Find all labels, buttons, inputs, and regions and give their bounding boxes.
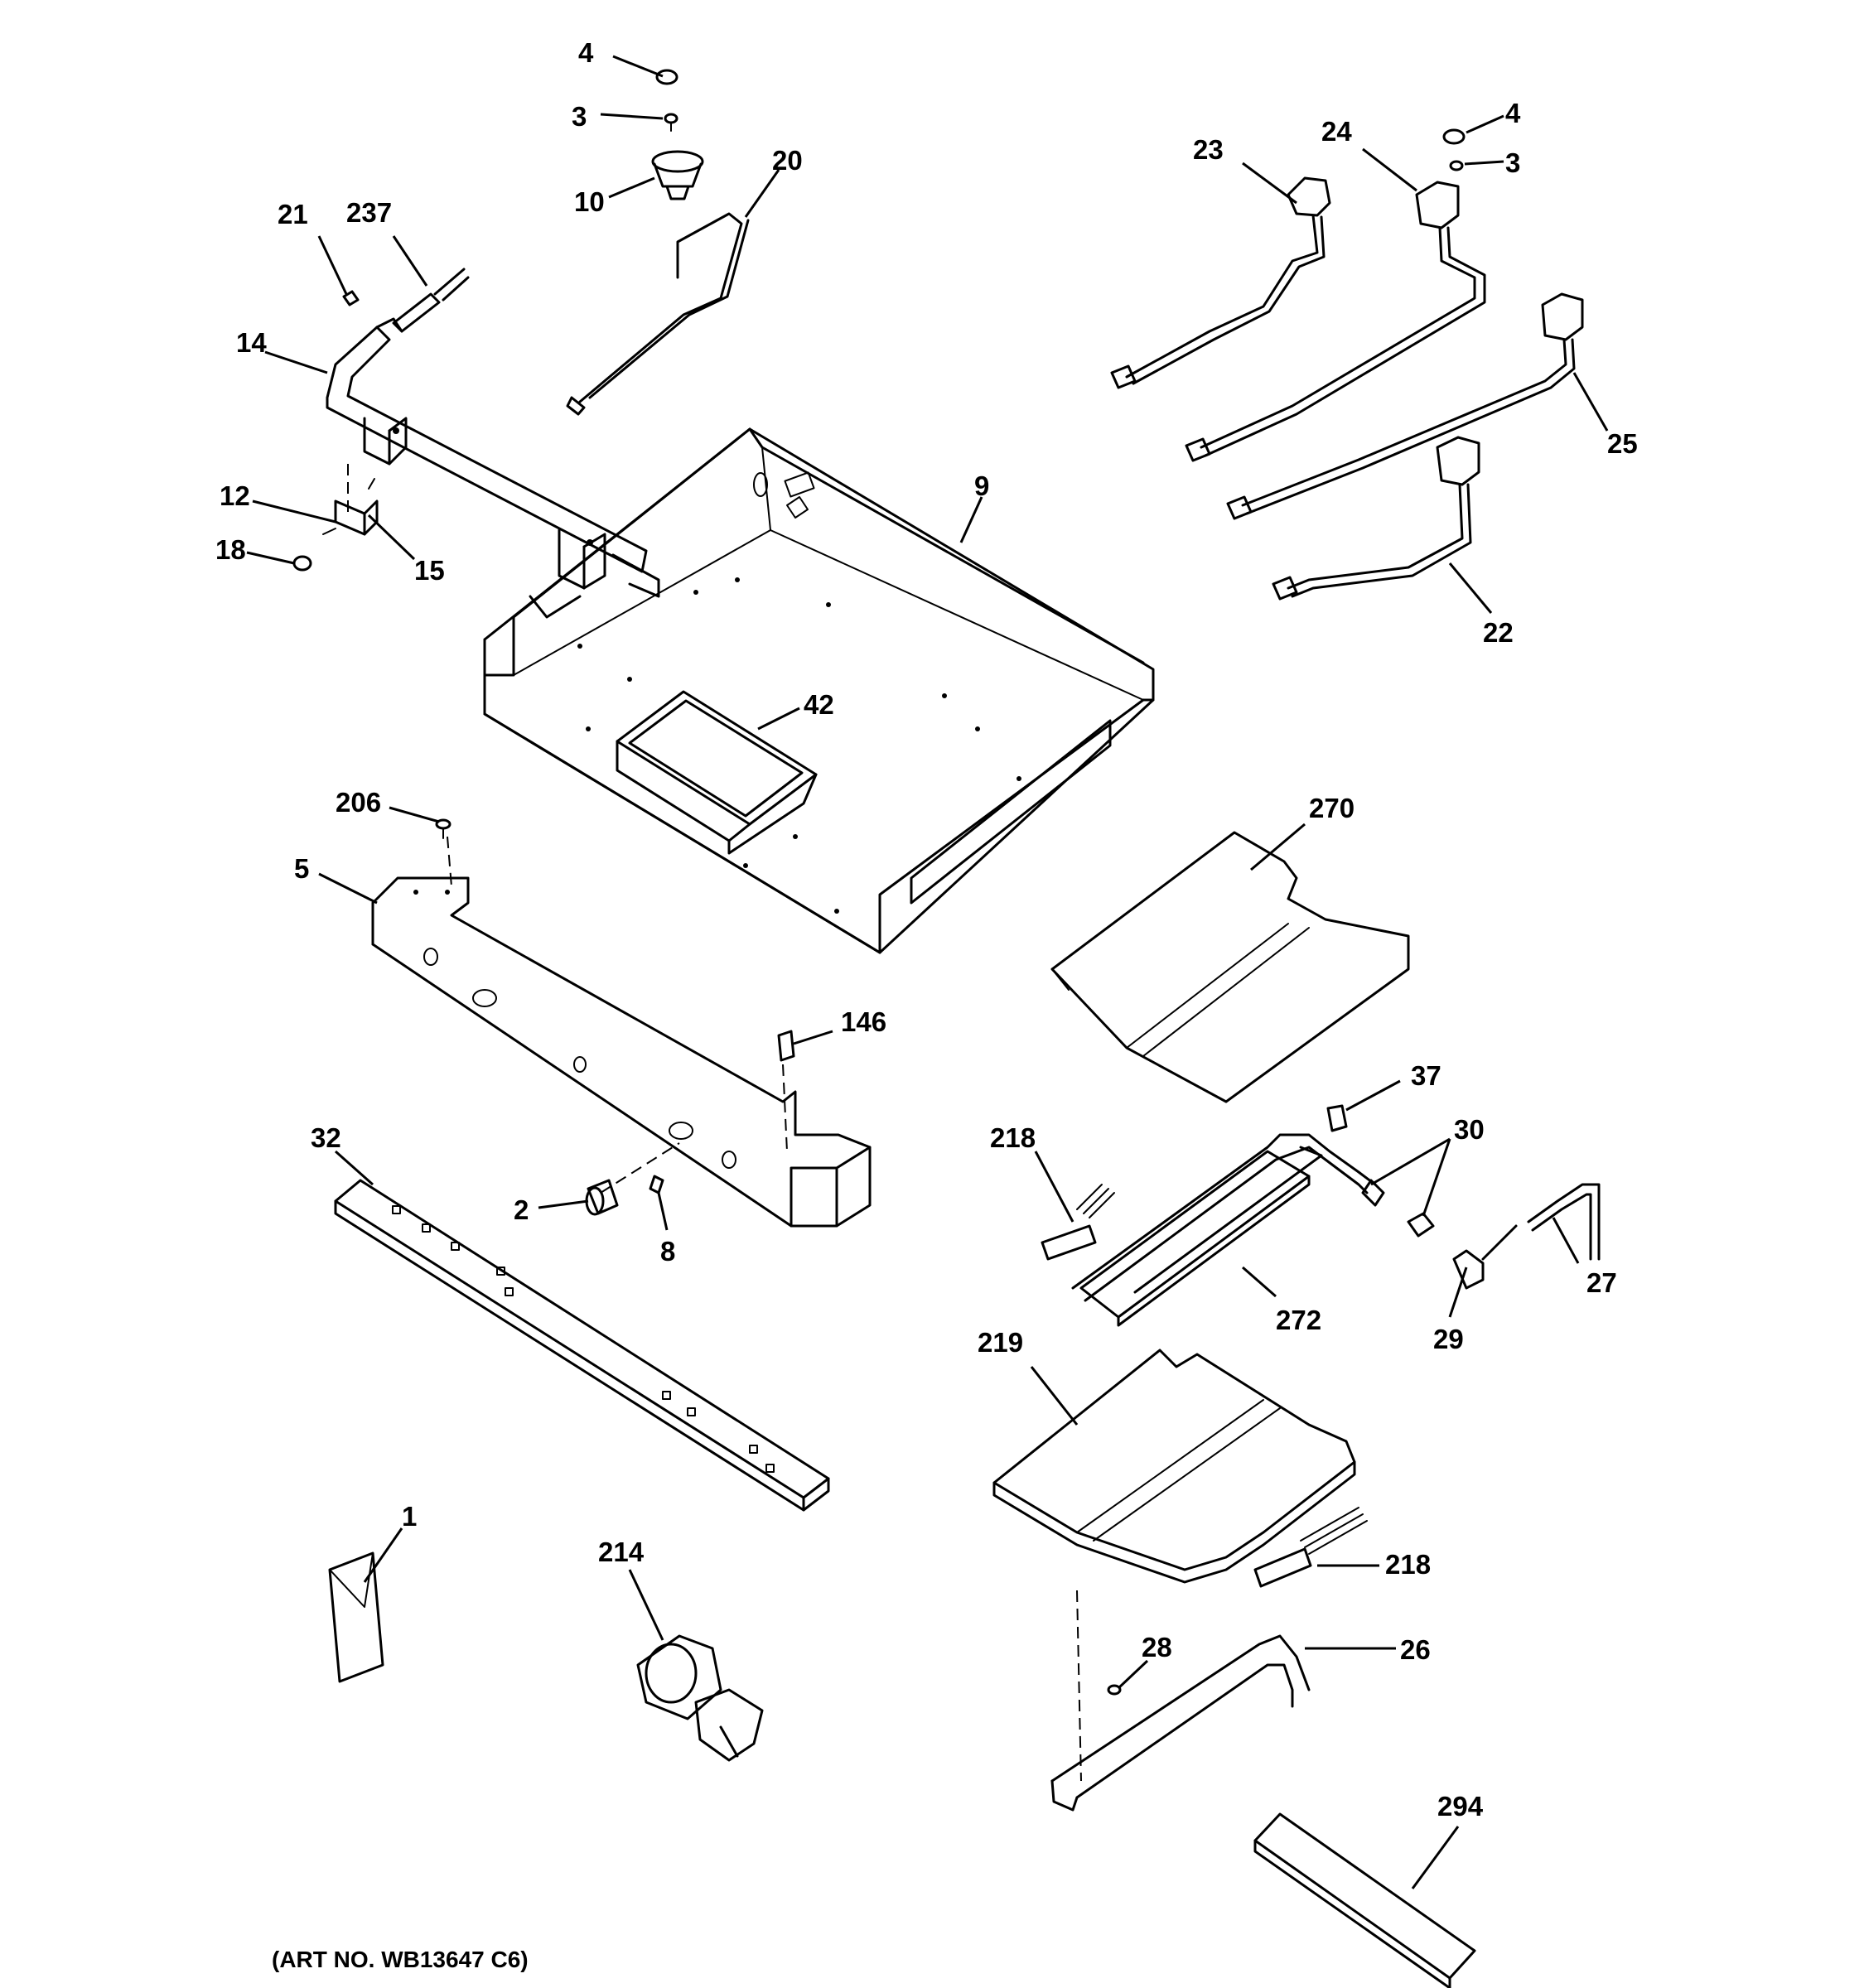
callout-9: 9 bbox=[974, 470, 989, 501]
screw-part-8 bbox=[649, 1175, 664, 1194]
callout-146: 146 bbox=[841, 1006, 886, 1037]
ignitor-part-218-right bbox=[1253, 1507, 1368, 1588]
callout-32: 32 bbox=[311, 1122, 341, 1153]
callout-18: 18 bbox=[215, 534, 246, 565]
callout-25: 25 bbox=[1607, 428, 1638, 459]
callout-37: 37 bbox=[1411, 1060, 1441, 1091]
callout-272: 272 bbox=[1276, 1305, 1321, 1335]
callout-29: 29 bbox=[1433, 1324, 1464, 1354]
callout-12: 12 bbox=[220, 480, 250, 511]
screw-part-28 bbox=[1107, 1684, 1122, 1696]
oven-burner-part-26 bbox=[1050, 1634, 1311, 1812]
callout-219: 219 bbox=[978, 1327, 1023, 1358]
trim-strip-part-32 bbox=[334, 1179, 830, 1512]
callout-23: 23 bbox=[1193, 134, 1224, 165]
callout-30: 30 bbox=[1454, 1114, 1485, 1145]
nut-part-18 bbox=[292, 555, 312, 572]
fitting-part-237 bbox=[392, 268, 470, 333]
callout-8: 8 bbox=[660, 1236, 675, 1267]
clip-part-146 bbox=[777, 1030, 795, 1062]
screw-part-3-top bbox=[664, 113, 678, 132]
ignitor-part-218-left bbox=[1041, 1184, 1115, 1261]
callout-206: 206 bbox=[336, 787, 381, 818]
bracket-part-294 bbox=[1253, 1812, 1476, 1988]
shield-part-219 bbox=[992, 1349, 1356, 1584]
burner-head-part-10 bbox=[651, 150, 704, 200]
callout-270: 270 bbox=[1309, 793, 1355, 823]
knob-part-2 bbox=[585, 1179, 619, 1216]
callout-218-left: 218 bbox=[990, 1122, 1036, 1153]
nut-part-4-right bbox=[1442, 128, 1466, 145]
literature-part-1 bbox=[328, 1551, 384, 1683]
manifold-pipe-part-14 bbox=[326, 317, 660, 598]
elbow-part-29 bbox=[1452, 1224, 1518, 1290]
callout-3-top: 3 bbox=[572, 101, 587, 132]
callout-4-right: 4 bbox=[1505, 98, 1521, 128]
tube-part-27 bbox=[1527, 1183, 1601, 1261]
callout-21: 21 bbox=[278, 199, 308, 229]
burner-box-part-9 bbox=[483, 427, 1155, 954]
alignment-lines bbox=[347, 464, 1082, 1782]
callout-15: 15 bbox=[414, 555, 445, 586]
valve-tube-part-23 bbox=[1110, 176, 1331, 389]
callout-5: 5 bbox=[294, 853, 309, 884]
burner-tube-part-30 bbox=[1071, 1133, 1435, 1302]
regulator-part-214 bbox=[636, 1634, 764, 1762]
callout-3-right: 3 bbox=[1505, 147, 1520, 178]
burner-part-272 bbox=[1079, 1146, 1323, 1327]
clip-part-37 bbox=[1326, 1104, 1348, 1132]
callout-26: 26 bbox=[1400, 1634, 1431, 1665]
callout-214: 214 bbox=[598, 1537, 645, 1567]
nut-part-4-top bbox=[655, 69, 678, 85]
plate-part-42 bbox=[616, 690, 818, 855]
shield-part-270 bbox=[1050, 831, 1410, 1103]
valve-tube-part-22 bbox=[1272, 436, 1480, 601]
fitting-part-21 bbox=[342, 290, 360, 306]
callout-1: 1 bbox=[402, 1501, 417, 1532]
callout-42: 42 bbox=[804, 689, 834, 720]
valve-tube-part-25 bbox=[1226, 292, 1584, 520]
callout-14: 14 bbox=[236, 327, 267, 358]
callout-237: 237 bbox=[346, 197, 392, 228]
tube-part-20 bbox=[566, 212, 750, 416]
bracket-part-12 bbox=[322, 478, 379, 536]
callout-28: 28 bbox=[1142, 1632, 1172, 1662]
callout-24: 24 bbox=[1321, 116, 1352, 147]
screw-part-206 bbox=[435, 818, 452, 839]
leader-lines bbox=[246, 55, 1609, 1889]
callout-2: 2 bbox=[514, 1194, 529, 1225]
callout-10: 10 bbox=[574, 186, 605, 217]
callout-22: 22 bbox=[1483, 617, 1514, 648]
art-number-label: (ART NO. WB13647 C6) bbox=[272, 1947, 529, 1972]
callout-294: 294 bbox=[1437, 1791, 1484, 1822]
screw-part-3-right bbox=[1449, 160, 1464, 171]
callout-27: 27 bbox=[1586, 1267, 1617, 1298]
callout-218-right: 218 bbox=[1385, 1549, 1431, 1580]
manifold-panel-part-5 bbox=[371, 876, 872, 1228]
callout-4-top: 4 bbox=[578, 37, 594, 68]
valve-tube-part-24 bbox=[1185, 181, 1486, 462]
callout-labels: 4 3 10 20 21 237 14 12 18 15 23 24 4 3 2… bbox=[215, 37, 1638, 1972]
callout-20: 20 bbox=[772, 145, 803, 176]
